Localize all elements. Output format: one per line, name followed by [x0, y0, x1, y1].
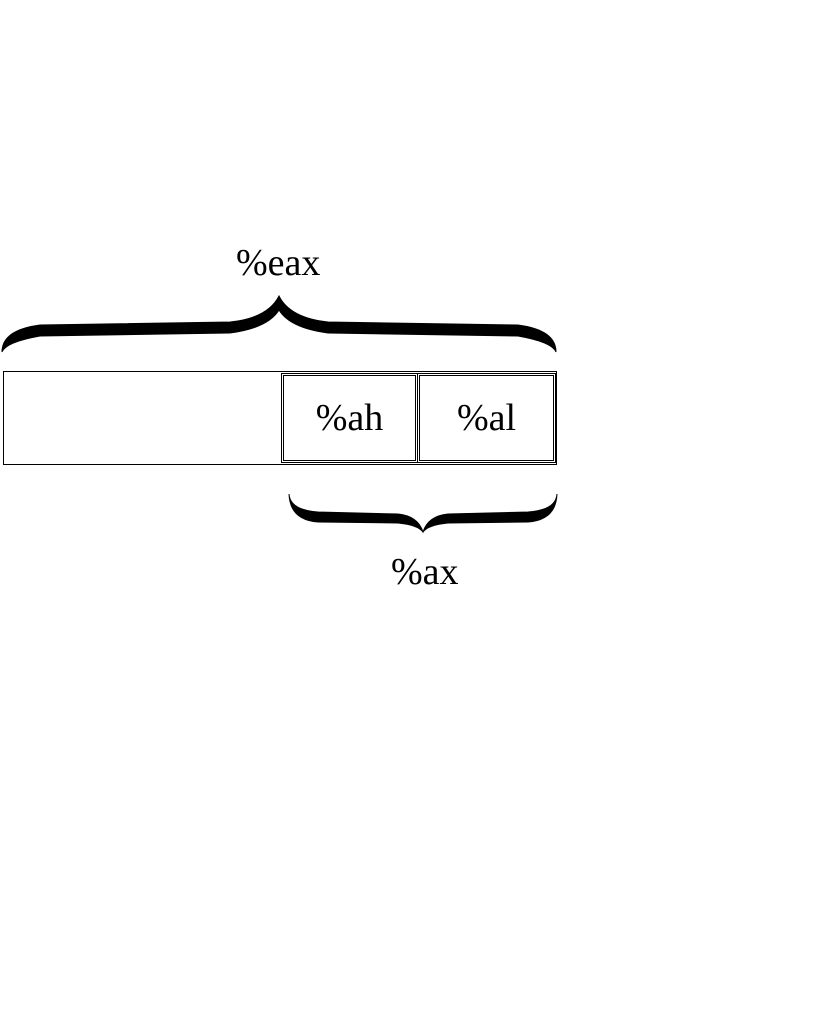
eax-register-bar [3, 371, 557, 465]
eax-label: %eax [236, 242, 321, 284]
ax-label: %ax [391, 551, 459, 593]
ah-label: %ah [315, 397, 384, 439]
al-cell: %al [417, 373, 556, 463]
al-label: %al [456, 397, 517, 439]
ah-cell: %ah [281, 373, 418, 463]
